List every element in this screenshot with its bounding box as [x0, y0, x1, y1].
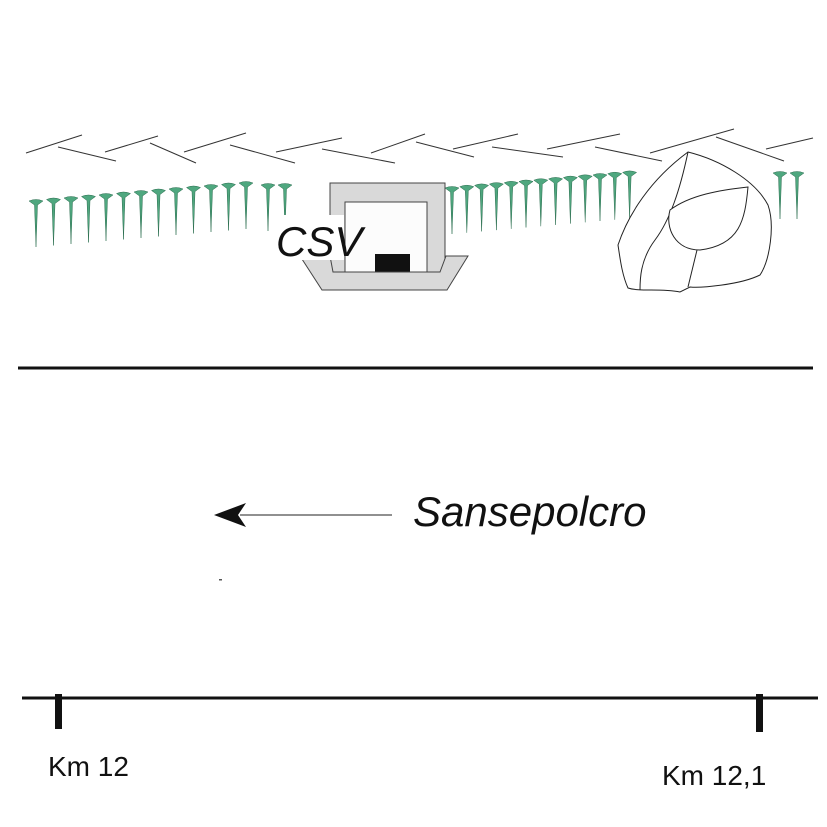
- hatch-line: [491, 146, 564, 158]
- hatch-line: [25, 134, 83, 154]
- tree-icon: [444, 186, 460, 235]
- tree-icon: [133, 190, 149, 239]
- tree-icon: [622, 170, 638, 219]
- tree-icon: [238, 181, 254, 230]
- hatch-line: [546, 133, 621, 150]
- direction-arrow: [214, 503, 392, 527]
- building-label: CSV: [276, 218, 366, 265]
- direction-label: Sansepolcro: [413, 488, 646, 535]
- hatch-line: [104, 135, 159, 153]
- tree-icon: [592, 173, 608, 222]
- hatch-line: [765, 137, 814, 150]
- tree-row: [28, 170, 805, 248]
- tree-icon: [533, 178, 549, 227]
- tree-icon: [459, 184, 475, 233]
- tree-icon: [168, 187, 184, 236]
- hatch-line: [415, 141, 475, 158]
- hatch-line: [183, 132, 247, 153]
- building-door: [375, 254, 410, 273]
- km-start-label: Km 12: [48, 751, 129, 782]
- speck: [219, 579, 222, 581]
- hatch-line: [452, 133, 519, 150]
- tree-icon: [607, 171, 623, 220]
- tree-icon: [474, 183, 490, 232]
- hillside-hatching: [25, 128, 814, 164]
- tree-icon: [98, 193, 114, 242]
- tree-icon: [789, 171, 805, 220]
- hatch-line: [229, 144, 296, 164]
- boulder-icon: [617, 151, 772, 293]
- tree-icon: [28, 199, 44, 248]
- tree-icon: [488, 182, 504, 231]
- km-tick-end: [756, 694, 763, 732]
- hatch-line: [275, 137, 343, 153]
- tree-icon: [577, 174, 593, 223]
- tree-icon: [115, 191, 132, 240]
- tree-icon: [548, 177, 564, 225]
- tree-icon: [772, 171, 788, 220]
- hatch-line: [370, 133, 426, 154]
- km-tick-start: [55, 694, 62, 729]
- hatch-line: [321, 148, 396, 164]
- tree-icon: [203, 184, 219, 233]
- hatch-line: [715, 136, 785, 162]
- km-end-label: Km 12,1: [662, 760, 766, 791]
- tree-icon: [562, 175, 578, 224]
- tree-icon: [80, 194, 97, 243]
- tree-icon: [518, 179, 534, 228]
- tree-icon: [150, 188, 167, 237]
- tree-icon: [45, 197, 62, 246]
- csv-building: CSV: [274, 182, 469, 291]
- hatch-line: [594, 146, 663, 162]
- hatch-line: [57, 146, 117, 162]
- hatch-line: [649, 128, 735, 154]
- tree-icon: [260, 183, 276, 232]
- tree-icon: [220, 182, 237, 231]
- tree-icon: [185, 185, 202, 234]
- hatch-line: [149, 142, 197, 164]
- tree-icon: [503, 181, 519, 229]
- tree-icon: [63, 196, 79, 245]
- building-base: [299, 255, 469, 291]
